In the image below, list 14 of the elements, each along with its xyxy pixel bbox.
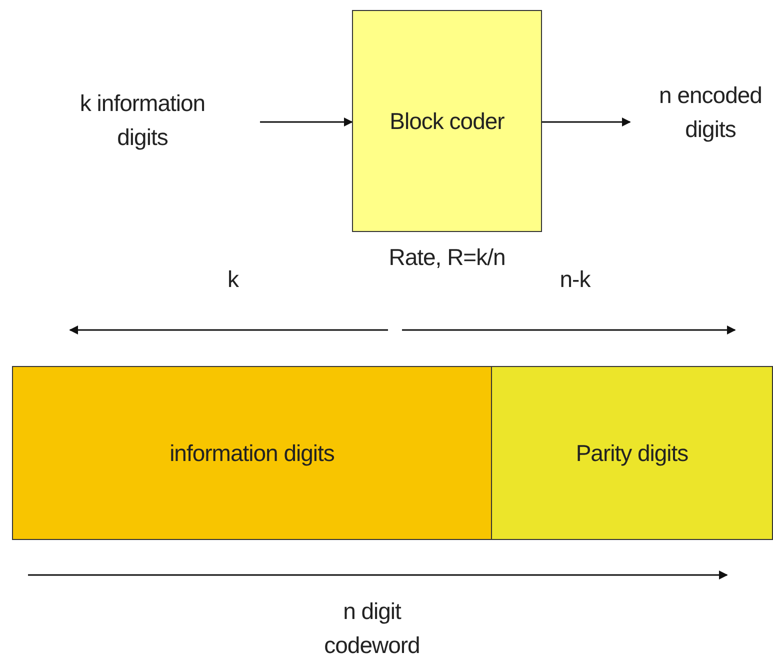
- information-digits-block: [12, 366, 492, 540]
- text-label: k information digits: [78, 89, 206, 152]
- block-label: information digits: [170, 439, 334, 468]
- coder-box: [352, 10, 542, 232]
- rate-label: Rate, R=k/n: [388, 243, 506, 272]
- dimension-label: n digit codeword: [323, 597, 421, 660]
- arrow: [542, 118, 631, 126]
- parity-digits-block: [492, 366, 773, 540]
- block-label: Block coder: [390, 107, 504, 136]
- dimension-label: n-k: [558, 265, 592, 294]
- block-label: Parity digits: [576, 439, 688, 468]
- text-label: n encoded digits: [658, 81, 763, 144]
- arrow: [260, 118, 353, 126]
- dimension-label: k: [226, 265, 240, 294]
